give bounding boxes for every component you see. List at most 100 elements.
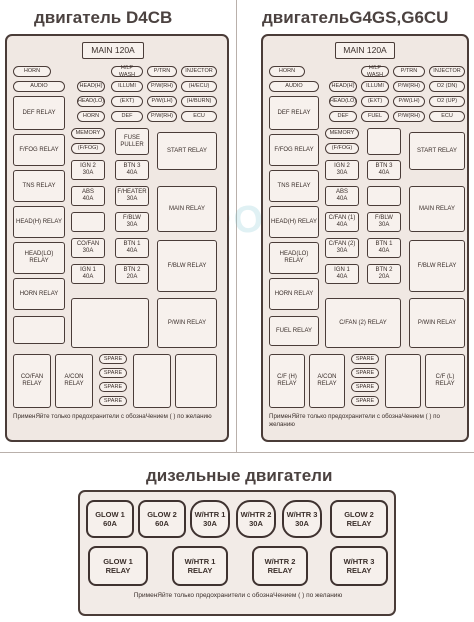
relay-blank-2 bbox=[71, 298, 149, 348]
relay-pwin: P/WIN RELAY bbox=[157, 298, 217, 348]
fuse-hlp-wash: H/LP WASH bbox=[111, 65, 143, 78]
fuse-panel-right: MAIN 120A HORN AUDIO H/LP WASH HEAD(H) I… bbox=[261, 34, 469, 442]
relay-head-h: HEAD(H) RELAY bbox=[13, 206, 65, 238]
fuse-cfan1-r: C/FAN (1)40A bbox=[325, 212, 359, 232]
relay-blank-3 bbox=[133, 354, 171, 408]
fuse-h-burn: (H/BURN) bbox=[181, 96, 217, 107]
fuse-ffog: (F/FOG) bbox=[71, 143, 105, 154]
relay-main: MAIN RELAY bbox=[157, 186, 217, 232]
fuse-spare-1-r: SPARE bbox=[351, 354, 379, 364]
fuse-ext-r: (EXT) bbox=[361, 96, 389, 107]
fuse-horn-2: HORN bbox=[77, 111, 105, 122]
fuse-o2dn-r: O2 (DN) bbox=[429, 81, 465, 92]
fuse-pw-lh: P/W(LH) bbox=[147, 96, 177, 107]
relay-horn: HORN RELAY bbox=[13, 278, 65, 310]
fuse-spare-3-r: SPARE bbox=[351, 382, 379, 392]
title-diesel: дизельные двигатели bbox=[146, 466, 333, 485]
fuse-pw-rh2-r: P/W(RH) bbox=[393, 111, 425, 122]
relay-def: DEF RELAY bbox=[13, 96, 65, 130]
relay-blank-r bbox=[385, 354, 421, 408]
fuse-spare-4: SPARE bbox=[99, 396, 127, 406]
fuse-horn-r: HORN bbox=[269, 66, 305, 77]
relay-horn-r: HORN RELAY bbox=[269, 278, 319, 310]
relay-glow2: GLOW 2 RELAY bbox=[330, 500, 388, 538]
fuse-audio: AUDIO bbox=[13, 81, 65, 92]
fuse-spare-1: SPARE bbox=[99, 354, 127, 364]
fuse-ecu-r: ECU bbox=[429, 111, 465, 122]
relay-pwin-r: P/WIN RELAY bbox=[409, 298, 465, 348]
horizontal-divider bbox=[0, 452, 474, 453]
fuse-ext: (EXT) bbox=[111, 96, 143, 107]
fuse-o2up-r: O2 (UP) bbox=[429, 96, 465, 107]
relay-def-r: DEF RELAY bbox=[269, 96, 319, 130]
fuse-head-lo-r: HEAD(LO) bbox=[329, 96, 357, 107]
fuse-injector-r: INJECTOR bbox=[429, 66, 465, 77]
fuse-illumi-r: ILLUMI bbox=[361, 81, 389, 92]
relay-cfl-r: C/F (L) RELAY bbox=[425, 354, 465, 408]
relay-cofan: CO/FAN RELAY bbox=[13, 354, 51, 408]
fuse-spare-2: SPARE bbox=[99, 368, 127, 378]
note-left: ПрименЯйте только предохранители с обозн… bbox=[13, 413, 212, 420]
title-left: двигатель D4CB bbox=[34, 8, 173, 27]
fuse-ffog-r: (F/FOG) bbox=[325, 143, 359, 154]
fuse-fuel-r: FUEL bbox=[361, 111, 389, 122]
relay-main-r: MAIN RELAY bbox=[409, 186, 465, 232]
note-diesel: ПрименЯйте только предохранители с обозн… bbox=[133, 592, 343, 599]
relay-start-r: START RELAY bbox=[409, 132, 465, 170]
relay-cfan2-r: C/FAN (2) RELAY bbox=[325, 298, 401, 348]
fuse-head-lo: HEAD(LO) bbox=[77, 96, 105, 107]
fuse-horn: HORN bbox=[13, 66, 51, 77]
fuse-blank-r2 bbox=[367, 186, 401, 206]
relay-acon-r: A/CON RELAY bbox=[309, 354, 345, 408]
fuse-blank-1 bbox=[71, 212, 105, 232]
fuse-ecu: ECU bbox=[181, 111, 217, 122]
main-fuse: MAIN 120A bbox=[82, 42, 144, 59]
note-right: ПрименЯйте только предохранители с обозн… bbox=[269, 413, 440, 428]
relay-head-lo-r: HEAD(LO) RELAY bbox=[269, 242, 319, 274]
fuse-head-h: HEAD(H) bbox=[77, 81, 105, 92]
title-right: двигательG4GS,G6CU bbox=[262, 8, 449, 27]
fuse-h-ecu: (H/ECU) bbox=[181, 81, 217, 92]
fuse-cfan2-r: C/FAN (2)30A bbox=[325, 238, 359, 258]
relay-cfh-r: C/F (H) RELAY bbox=[269, 354, 305, 408]
fuse-blank-r bbox=[367, 128, 401, 155]
relay-blank-1 bbox=[13, 316, 65, 344]
relay-glow1: GLOW 1 RELAY bbox=[88, 546, 148, 586]
fuse-injector: INJECTOR bbox=[181, 66, 217, 77]
fuse-panel-left: MAIN 120A HORN AUDIO H/LP WASH HEAD(H) I… bbox=[5, 34, 229, 442]
fuse-hlp-wash-r: H/LP WASH bbox=[361, 65, 389, 78]
main-fuse-right: MAIN 120A bbox=[335, 42, 395, 59]
relay-fuel-r: FUEL RELAY bbox=[269, 316, 319, 346]
relay-acon: A/CON RELAY bbox=[55, 354, 93, 408]
fuse-def-r: DEF bbox=[329, 111, 357, 122]
fuse-memory: MEMORY bbox=[71, 128, 105, 139]
fuse-pw-rh-r: P/W(RH) bbox=[393, 81, 425, 92]
fuse-memory-r: MEMORY bbox=[325, 128, 359, 139]
fuse-pw-rh: P/W(RH) bbox=[147, 81, 177, 92]
relay-ffog: F/FOG RELAY bbox=[13, 134, 65, 166]
relay-start: START RELAY bbox=[157, 132, 217, 170]
relay-head-h-r: HEAD(H) RELAY bbox=[269, 206, 319, 238]
relay-blank-4 bbox=[175, 354, 217, 408]
fuse-def: DEF bbox=[111, 111, 143, 122]
fuse-spare-2-r: SPARE bbox=[351, 368, 379, 378]
